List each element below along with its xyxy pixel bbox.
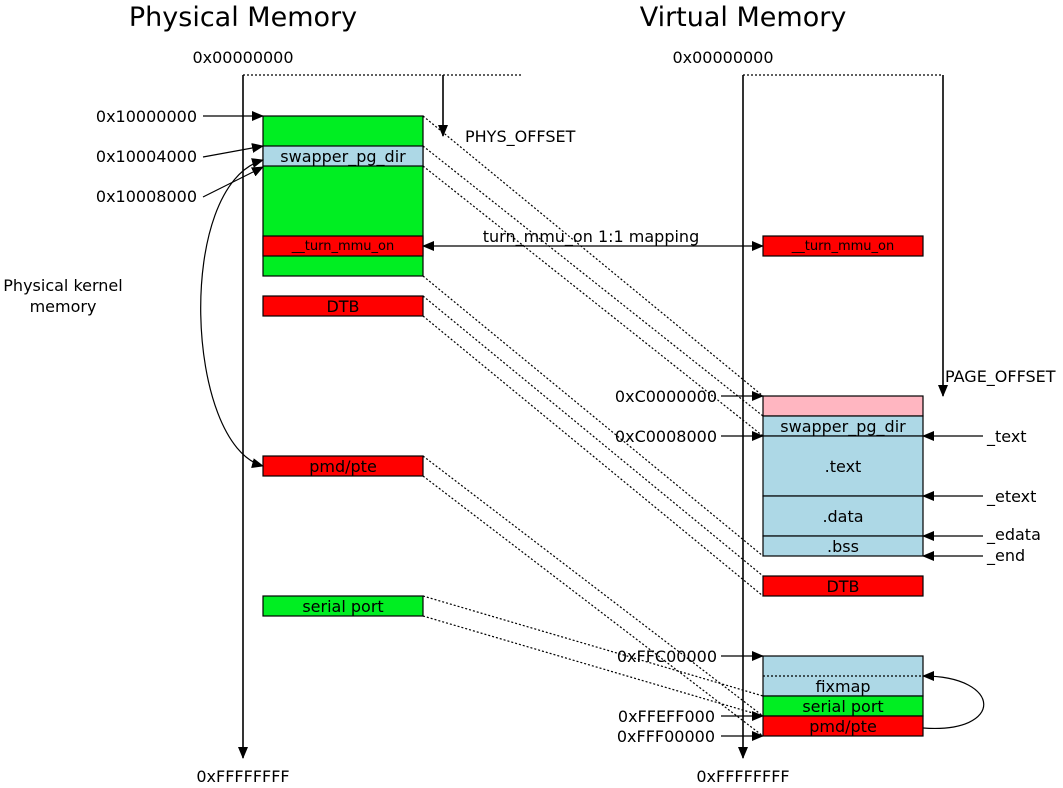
map-serial-bottom	[422, 615, 764, 717]
phys-addr-10008000: 0x10008000	[96, 187, 197, 206]
swapper-to-pmd-curve	[200, 158, 264, 468]
virt-dtb-block	[762, 575, 924, 597]
phys-swapper-pg-dir-block	[262, 145, 424, 167]
virt-kernel-pink-block	[762, 395, 924, 417]
virt-addr-ffeff000: 0xFFEFF000	[618, 707, 715, 726]
phys-addr-10004000: 0x10004000	[96, 147, 197, 166]
phys-serial-port-label: serial port	[302, 597, 383, 616]
map-serial-top	[422, 595, 764, 697]
virt-turn-mmu-on-block	[762, 235, 924, 257]
map-kernel-swapper-top	[422, 145, 764, 417]
virt-top-address: 0x00000000	[672, 48, 773, 67]
physical-memory-title: Physical Memory	[129, 2, 357, 33]
virt-pmd-pte-label: pmd/pte	[809, 717, 877, 736]
map-pmd-bottom	[422, 475, 764, 737]
virt-bss-block	[762, 535, 924, 557]
virt-data-label: .data	[822, 507, 863, 526]
phys-offset-label: PHYS_OFFSET	[465, 127, 576, 147]
map-kernel-bottom	[422, 275, 764, 557]
virt-text-label: .text	[825, 457, 862, 476]
phys-addr-10004000-arrow	[202, 143, 264, 158]
virt-addr-fff00000: 0xFFF00000	[617, 727, 715, 746]
phys-bottom-address: 0xFFFFFFFF	[196, 767, 289, 786]
map-kernel-swapper-bottom	[422, 165, 764, 437]
phys-swapper-pg-dir-label: swapper_pg_dir	[280, 147, 406, 167]
virt-turn-mmu-on-label: __turn_mmu_on	[791, 239, 894, 254]
virt-addr-ffc00000: 0xFFC00000	[617, 647, 717, 666]
page-offset-label: PAGE_OFFSET	[945, 367, 1056, 387]
map-dtb-top	[422, 295, 764, 577]
symbol-end-label: _end	[986, 546, 1025, 566]
virt-serial-port-label: serial port	[802, 697, 883, 716]
virt-pmd-pte-block	[762, 715, 924, 737]
virt-data-block	[762, 495, 924, 537]
phys-kernel-memory-label-line1: Physical kernel	[3, 276, 122, 295]
virt-bss-label: .bss	[827, 537, 859, 556]
phys-dtb-label: DTB	[326, 297, 359, 316]
symbol-text-label: _text	[986, 427, 1027, 447]
map-kernel-top	[422, 115, 764, 397]
symbol-etext-label: _etext	[986, 487, 1036, 507]
phys-serial-port-block	[262, 595, 424, 617]
pmd-to-fixmap-curve	[922, 671, 985, 729]
phys-turn-mmu-on-label: __turn_mmu_on	[291, 239, 394, 254]
map-pmd-top	[422, 455, 764, 717]
virt-swapper-pg-dir-label: swapper_pg_dir	[780, 417, 906, 437]
symbol-edata-label: _edata	[986, 525, 1041, 545]
phys-addr-10000000: 0x10000000	[96, 107, 197, 126]
phys-top-address: 0x00000000	[192, 48, 293, 67]
map-dtb-bottom	[422, 315, 764, 597]
phys-pmd-pte-label: pmd/pte	[309, 457, 377, 476]
virt-addr-c0000000: 0xC0000000	[615, 387, 717, 406]
identity-mapping-label: turn_mmu_on 1:1 mapping	[483, 227, 699, 247]
phys-kernel-memory-label-line2: memory	[30, 297, 97, 316]
virt-addr-c0008000: 0xC0008000	[615, 427, 717, 446]
virtual-memory-title: Virtual Memory	[640, 2, 847, 33]
virt-fixmap-label: fixmap	[815, 677, 870, 696]
virt-bottom-address: 0xFFFFFFFF	[696, 767, 789, 786]
virt-dtb-label: DTB	[826, 577, 859, 596]
